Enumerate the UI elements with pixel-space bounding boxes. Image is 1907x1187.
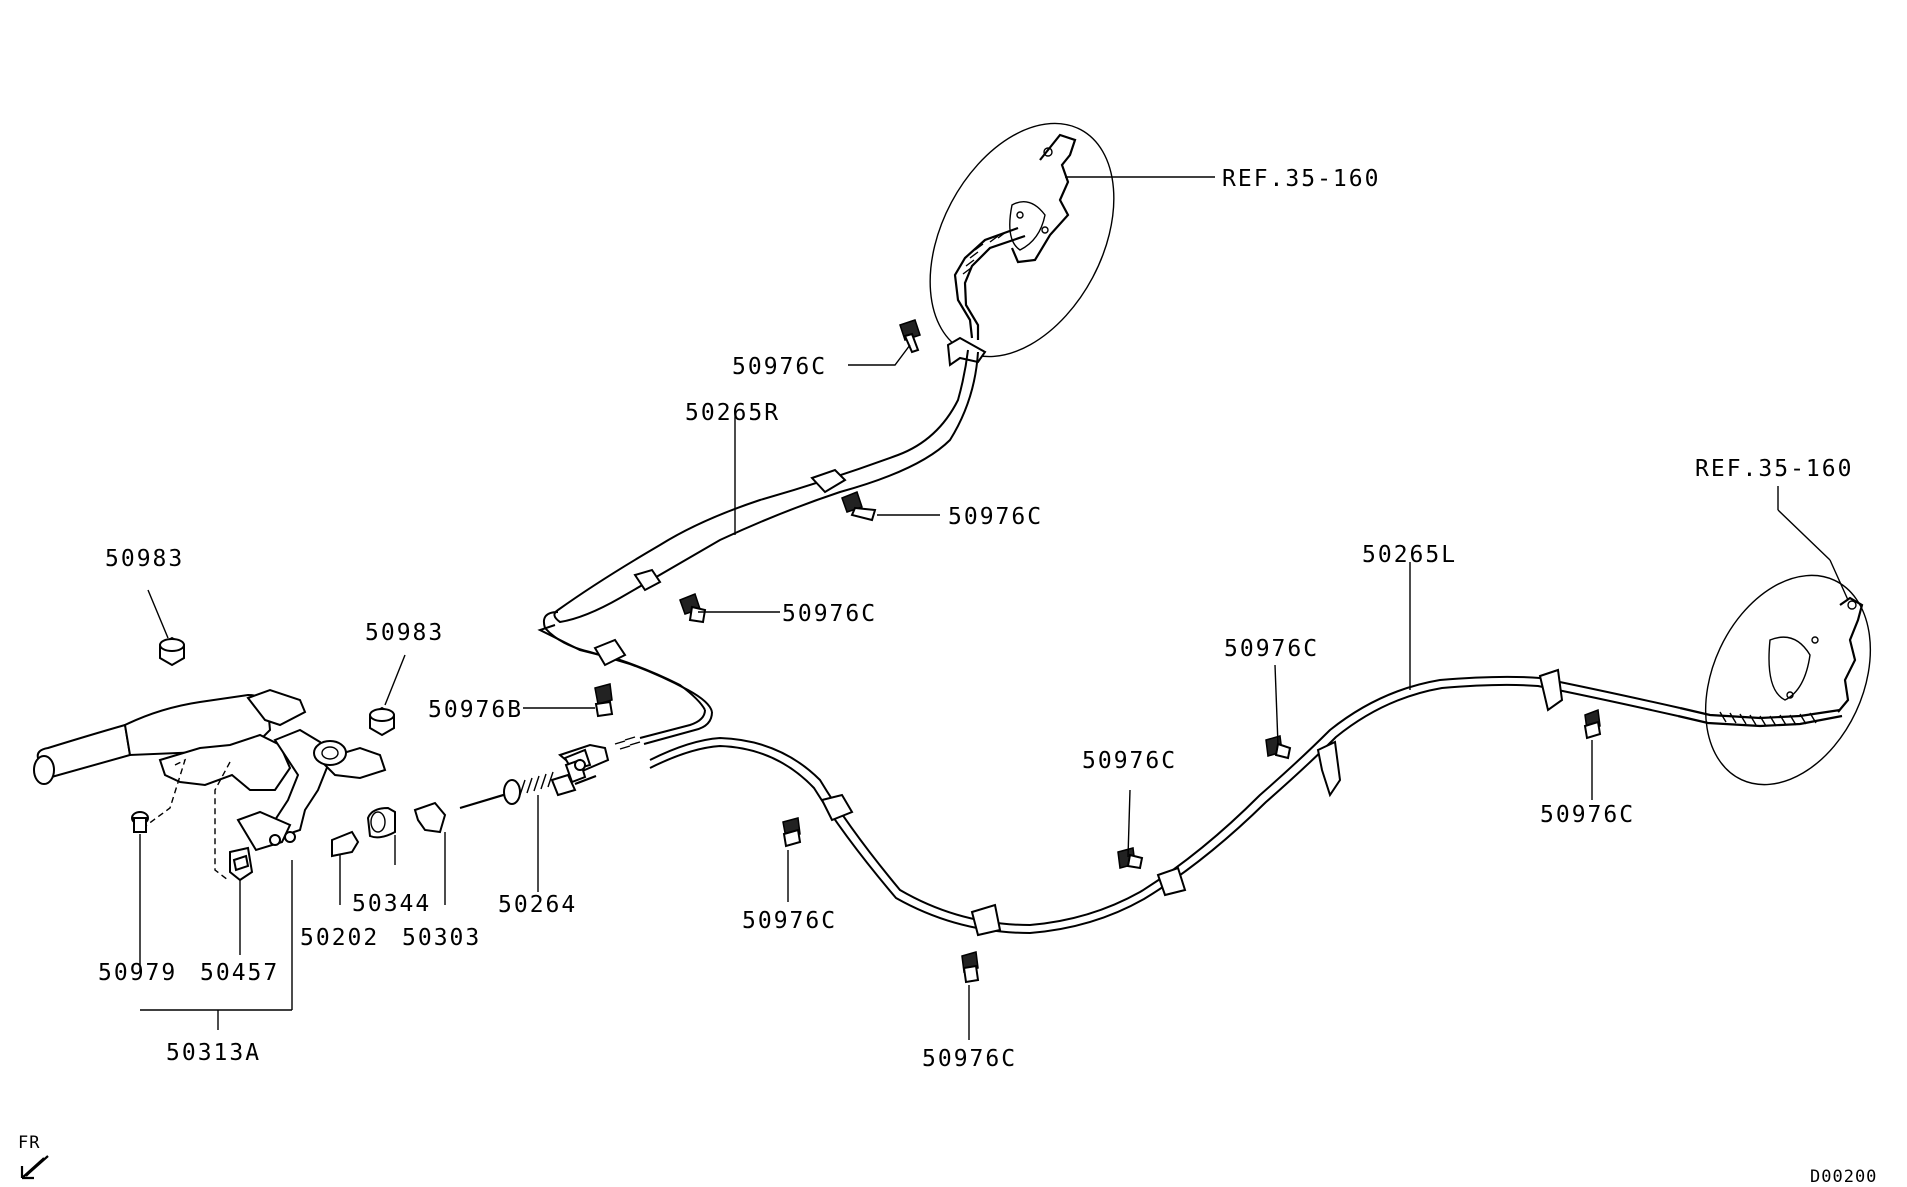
cable-50265L-bracket-d bbox=[1316, 740, 1342, 798]
bushing-50344 bbox=[366, 806, 396, 839]
upper-backing-plate bbox=[929, 122, 1115, 358]
retainer-50303 bbox=[413, 801, 447, 834]
label-50983-right: 50983 bbox=[365, 620, 444, 646]
label-ref-upper: REF.35-160 bbox=[1222, 166, 1380, 192]
label-50303: 50303 bbox=[402, 925, 481, 951]
bolt-icon-c3 bbox=[679, 593, 707, 624]
label-50976C-1: 50976C bbox=[732, 354, 827, 380]
diagram-code: D00200 bbox=[1810, 1167, 1877, 1187]
label-50202: 50202 bbox=[300, 925, 379, 951]
nut-50983-left bbox=[159, 636, 185, 667]
bolt-icon-c8 bbox=[1583, 708, 1602, 740]
label-50264: 50264 bbox=[498, 892, 577, 918]
cable-50265L-outer bbox=[649, 675, 1681, 927]
label-50313A: 50313A bbox=[166, 1040, 261, 1066]
label-50976C-5: 50976C bbox=[922, 1046, 1017, 1072]
label-50976C-3: 50976C bbox=[782, 601, 877, 627]
front-arrow-icon bbox=[20, 1155, 49, 1180]
cable-50265R-outer bbox=[553, 349, 979, 624]
label-50265R: 50265R bbox=[685, 400, 780, 426]
bolt-icon-c5 bbox=[961, 951, 980, 984]
lever-assembly bbox=[33, 688, 387, 852]
cable-50265L-bracket-c bbox=[1156, 866, 1187, 897]
lever-dashed-leader bbox=[139, 758, 187, 831]
clip-50457 bbox=[229, 846, 254, 882]
label-50976C-2: 50976C bbox=[948, 504, 1043, 530]
bolt-icon-c6 bbox=[1117, 847, 1144, 870]
label-50265L: 50265L bbox=[1362, 542, 1457, 568]
label-50976C-8: 50976C bbox=[1540, 802, 1635, 828]
cable-50265R-bracket-b bbox=[633, 568, 662, 592]
front-marker-label: FR bbox=[18, 1133, 40, 1153]
cable-50265L-bracket-e bbox=[1538, 668, 1564, 712]
cable-50265R-bracket-c bbox=[593, 638, 627, 667]
label-50976B: 50976B bbox=[428, 697, 523, 723]
label-50457: 50457 bbox=[200, 960, 279, 986]
label-50979: 50979 bbox=[98, 960, 177, 986]
cable-50265L-bracket-a bbox=[820, 793, 854, 822]
lower-backing-plate bbox=[1677, 574, 1872, 786]
nut-50983-right bbox=[369, 706, 395, 737]
label-ref-lower: REF.35-160 bbox=[1695, 456, 1853, 482]
label-50983-left: 50983 bbox=[105, 546, 184, 572]
bolt-icon-c4 bbox=[782, 817, 802, 848]
bolt-icon-c2 bbox=[841, 491, 877, 522]
cable-50265R-bracket-a bbox=[810, 468, 847, 494]
equalizer-50264 bbox=[459, 743, 610, 810]
bolt-icon-c1 bbox=[899, 319, 921, 354]
cable-50265L-bracket-b bbox=[970, 903, 1002, 937]
label-50976C-4: 50976C bbox=[742, 908, 837, 934]
leader-lines bbox=[139, 344, 1593, 1040]
label-50976C-6: 50976C bbox=[1082, 748, 1177, 774]
bolt-icon-b bbox=[594, 683, 614, 718]
label-50976C-7: 50976C bbox=[1224, 636, 1319, 662]
label-50344: 50344 bbox=[352, 891, 431, 917]
bolt-50979 bbox=[131, 811, 149, 833]
nut-50202 bbox=[331, 830, 360, 858]
